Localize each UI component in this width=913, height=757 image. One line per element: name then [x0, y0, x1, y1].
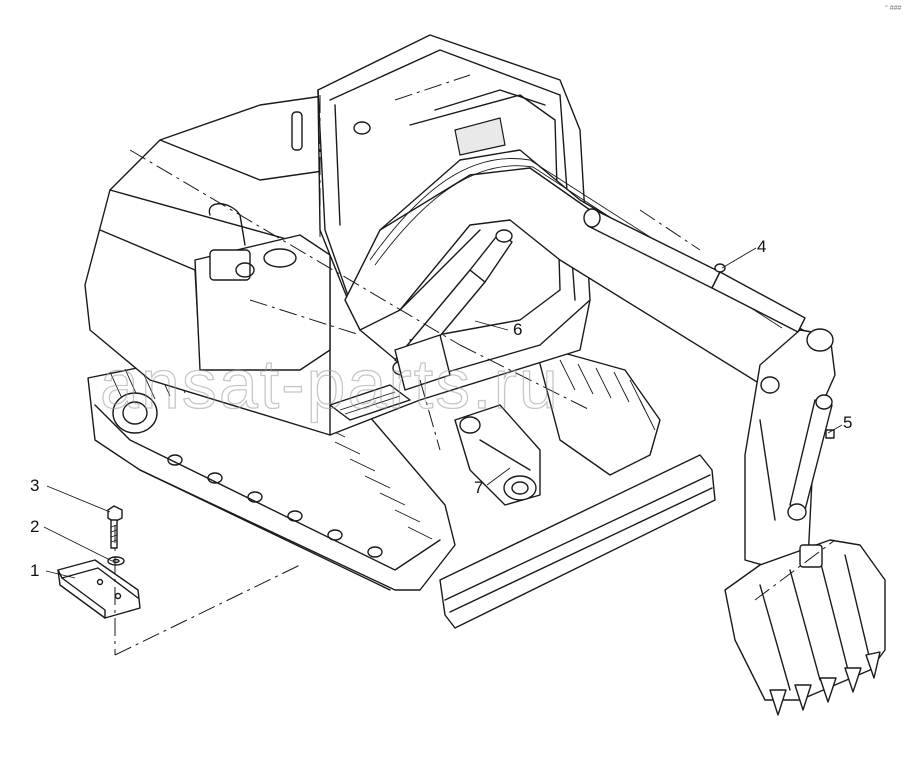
callout-leaders: [43, 247, 843, 579]
watermark-text: ansat-parts.ru: [100, 345, 560, 423]
callout-label-5: 5: [843, 413, 852, 432]
boom: [344, 149, 821, 391]
bucket-cylinder: [787, 394, 835, 521]
bucket: [724, 539, 886, 716]
dozer-blade: [439, 454, 716, 629]
callout-label-2: 2: [30, 517, 39, 536]
bolt: [107, 505, 123, 549]
boom-cylinder: [392, 229, 513, 391]
cover-plate: [57, 559, 141, 619]
right-track: [534, 344, 661, 476]
callout-label-7: 7: [474, 478, 483, 497]
dipper-arm: [744, 328, 836, 571]
corner-mark: ° ###: [885, 4, 902, 12]
callout-label-1: 1: [30, 561, 39, 580]
swing-bracket: [454, 404, 541, 506]
washer: [107, 556, 125, 566]
callout-label-6: 6: [513, 320, 522, 339]
arm-cylinder: [583, 208, 806, 333]
callout-label-3: 3: [30, 476, 39, 495]
assembly-centerlines: [114, 74, 836, 656]
callout-label-4: 4: [757, 237, 766, 256]
